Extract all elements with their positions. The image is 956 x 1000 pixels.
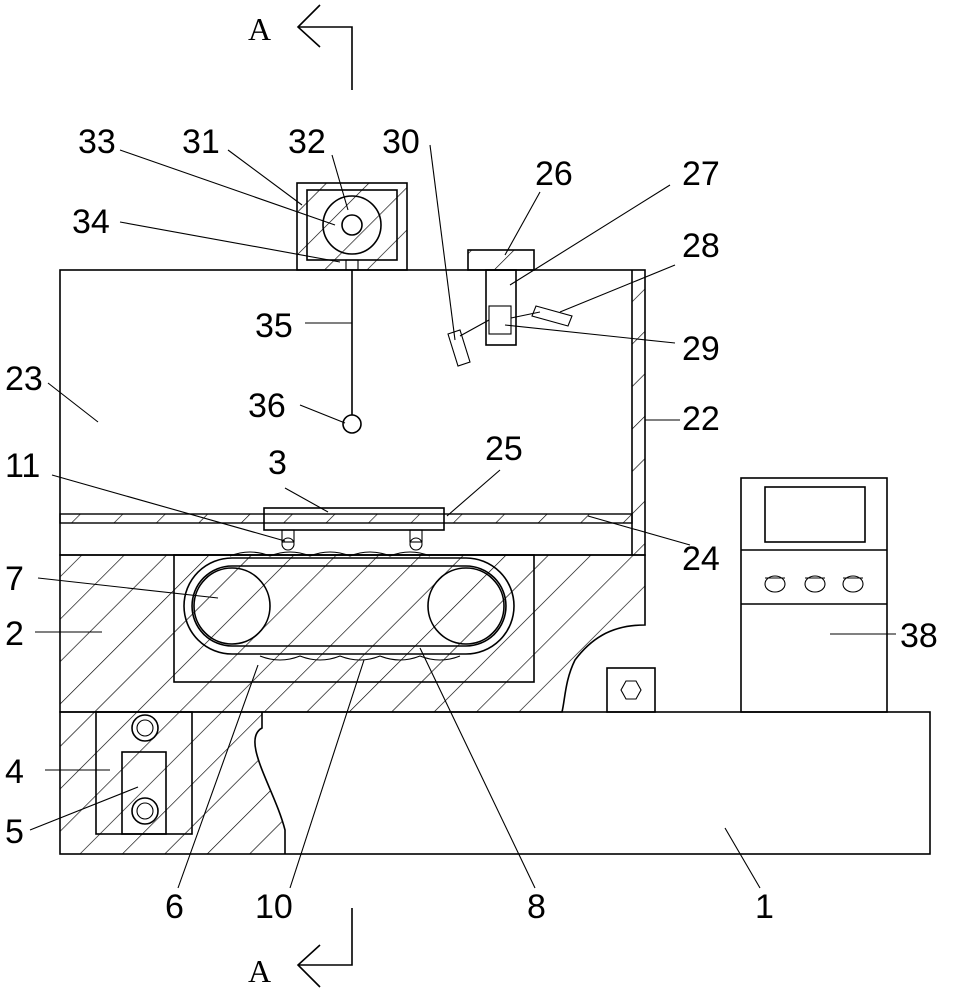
- bolt-bracket: [606, 667, 656, 713]
- motor-assembly-31: [296, 182, 408, 271]
- label-24: 24: [682, 540, 720, 578]
- base-1: [59, 711, 931, 855]
- conveyor-8: [183, 551, 515, 661]
- section-mark-top: A: [248, 4, 353, 90]
- label-26: 26: [535, 155, 573, 193]
- label-33: 33: [78, 123, 116, 161]
- label-8: 8: [527, 888, 546, 926]
- label-31: 31: [182, 123, 220, 161]
- section-letter-top: A: [248, 11, 271, 47]
- label-11: 11: [5, 447, 40, 485]
- partition-24: [59, 513, 633, 524]
- pendulum-35: [342, 270, 362, 434]
- mount-26: [447, 249, 573, 367]
- label-30: 30: [382, 123, 420, 161]
- label-1: 1: [755, 888, 774, 926]
- label-4: 4: [5, 753, 24, 791]
- leader-lines: [29, 144, 896, 889]
- label-10: 10: [255, 888, 293, 926]
- label-28: 28: [682, 227, 720, 265]
- roller-7b: [427, 567, 505, 645]
- section-letter-bottom: A: [248, 953, 271, 989]
- knobs: [764, 575, 864, 593]
- control-cabinet-38: [740, 477, 888, 713]
- label-38: 38: [900, 617, 938, 655]
- label-3: 3: [268, 444, 287, 482]
- workpiece-3: [263, 507, 445, 531]
- label-27: 27: [682, 155, 720, 193]
- label-7: 7: [5, 560, 24, 598]
- label-25: 25: [485, 430, 523, 468]
- reference-labels: 33 31 32 30 26 27 34 28 35 29 23 36 22 2…: [5, 123, 938, 926]
- label-5: 5: [5, 813, 24, 851]
- roller-7: [193, 567, 271, 645]
- label-29: 29: [682, 330, 720, 368]
- label-22: 22: [682, 400, 720, 438]
- label-23: 23: [5, 360, 43, 398]
- label-32: 32: [288, 123, 326, 161]
- label-2: 2: [5, 615, 24, 653]
- section-mark-bottom: A: [248, 908, 353, 989]
- screen: [764, 486, 866, 543]
- label-36: 36: [248, 387, 286, 425]
- support-body-2: [59, 554, 646, 713]
- label-34: 34: [72, 203, 110, 241]
- clamp-11: [281, 529, 423, 551]
- label-6: 6: [165, 888, 184, 926]
- label-35: 35: [255, 307, 293, 345]
